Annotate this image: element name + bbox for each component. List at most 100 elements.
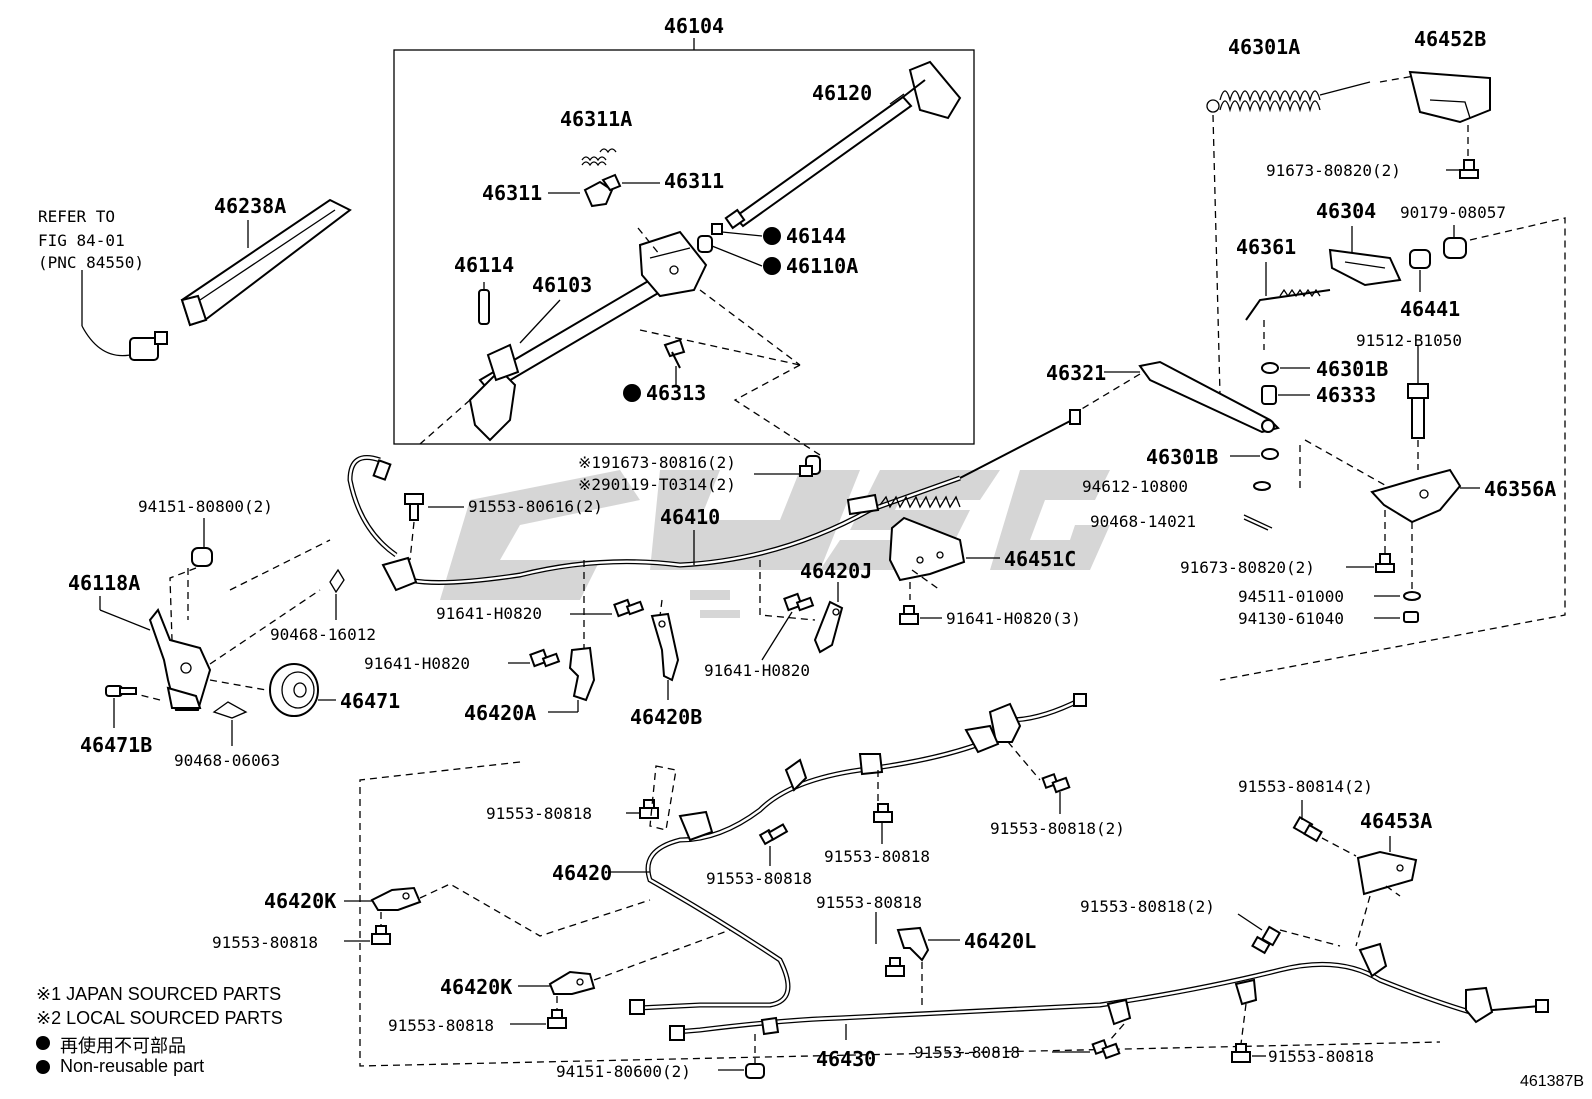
collar-46333 (1261, 385, 1277, 405)
label-46144: 46144 (786, 224, 846, 248)
label-46420K-bottom: 46420K (440, 975, 512, 999)
arm-46321 (1138, 360, 1280, 434)
label-46410: 46410 (660, 505, 720, 529)
legend-nonreusable-en: Non-reusable part (60, 1056, 205, 1076)
label-91673-80820-top: 91673-80820(2) (1266, 161, 1401, 180)
legend-japan-sourced: ※1 JAPAN SOURCED PARTS (36, 984, 282, 1004)
label-191673-80816: ※191673-80816(2) (578, 453, 736, 472)
label-91553-80818-b: 91553-80818 (706, 869, 812, 888)
label-46420J: 46420J (800, 559, 872, 583)
label-46118A: 46118A (68, 571, 140, 595)
label-46311-left: 46311 (482, 181, 542, 205)
clamp-46420J (813, 600, 844, 654)
label-94151-80800: 94151-80800(2) (138, 497, 273, 516)
assembly-box (393, 49, 975, 445)
bolt-46313 (663, 338, 686, 369)
label-46311A: 46311A (560, 107, 632, 131)
cover-46238A (180, 198, 352, 327)
pawl-46311 (583, 173, 622, 208)
bolt-91553-80814 (1292, 815, 1323, 843)
label-46238A: 46238A (214, 194, 286, 218)
label-46453A: 46453A (1360, 809, 1432, 833)
reference-note-line2: FIG 84-01 (38, 231, 125, 250)
label-46333: 46333 (1316, 383, 1376, 407)
spring-46301A (1206, 81, 1371, 113)
label-91512-B1050: 91512-B1050 (1356, 331, 1462, 350)
rod-46361 (1245, 288, 1331, 321)
label-46114: 46114 (454, 253, 514, 277)
bracket-46451C (888, 516, 966, 582)
label-46441: 46441 (1400, 297, 1460, 321)
label-46103: 46103 (532, 273, 592, 297)
label-91553-80818-2-top: 91553-80818(2) (990, 819, 1125, 838)
clamp-46420K-bottom (548, 970, 596, 995)
brake-switch (81, 325, 168, 361)
legend-nonreusable-jp: 再使用不可部品 (60, 1036, 186, 1056)
label-46301A: 46301A (1228, 35, 1300, 59)
bolt-91553-80818-f (547, 1009, 567, 1029)
bolt-91553-80818-d (371, 925, 391, 945)
label-91641-H0820-c: 91641-H0820 (704, 661, 810, 680)
nut-94130-61040 (1403, 611, 1419, 623)
washer-94511-01000 (1403, 591, 1421, 601)
bolt-91673-bottom (1375, 553, 1395, 573)
legend-local-sourced: ※2 LOCAL SOURCED PARTS (36, 1008, 283, 1028)
bolt-91553-80616 (404, 493, 424, 521)
washer-46301B-bottom (1261, 448, 1279, 460)
washer-46301B-top (1261, 362, 1279, 374)
lever-46118A (148, 608, 212, 711)
label-46471: 46471 (340, 689, 400, 713)
rear-cable-46430 (669, 942, 1549, 1041)
label-91553-80818-d: 91553-80818 (212, 933, 318, 952)
label-46304: 46304 (1316, 199, 1376, 223)
spring-46311A (581, 148, 617, 167)
label-91641-H0820-a: 91641-H0820 (436, 604, 542, 623)
bolt-91553-80818-2-top (1041, 772, 1071, 794)
label-46420: 46420 (552, 861, 612, 885)
label-46356A: 46356A (1484, 477, 1556, 501)
label-91553-80814: 91553-80814(2) (1238, 777, 1373, 796)
bolt-91553-80818-2-right (1251, 925, 1282, 955)
label-94130-61040: 94130-61040 (1238, 609, 1344, 628)
label-46420L: 46420L (964, 929, 1036, 953)
bolt-91673-top (1459, 159, 1479, 179)
clip-90468-14021 (1243, 514, 1273, 531)
bolt-91641-H0820-3 (899, 605, 919, 625)
label-91553-80818-g: 91553-80818 (914, 1043, 1020, 1062)
label-91553-80818-f: 91553-80818 (388, 1016, 494, 1035)
front-cable-46410 (347, 409, 1081, 592)
label-91641-H0820-b: 91641-H0820 (364, 654, 470, 673)
label-46471B: 46471B (80, 733, 152, 757)
nonreusable-mark-46110A (763, 257, 781, 275)
label-91641-H0820-3: 91641-H0820(3) (946, 609, 1081, 628)
label-90468-16012: 90468-16012 (270, 625, 376, 644)
bracket-46453A (1356, 850, 1418, 896)
label-46313: 46313 (646, 381, 706, 405)
label-290119-T0314: ※290119-T0314(2) (578, 475, 736, 494)
bolt-91553-80818-b (758, 823, 789, 846)
label-46452B: 46452B (1414, 27, 1486, 51)
label-46430: 46430 (816, 1047, 876, 1071)
label-91673-80820-bottom: 91673-80820(2) (1180, 558, 1315, 577)
label-91553-80818-c: 91553-80818 (824, 847, 930, 866)
bracket-46356A (1370, 468, 1462, 524)
nut-90179-08057 (1443, 237, 1467, 259)
label-46321: 46321 (1046, 361, 1106, 385)
label-46420B: 46420B (630, 705, 702, 729)
clip-90468-06063 (212, 701, 248, 719)
label-94511-01000: 94511-01000 (1238, 587, 1344, 606)
bracket-46420A (568, 646, 596, 702)
reference-note-line1: REFER TO (38, 207, 115, 226)
nut-94151-80600 (745, 1063, 765, 1079)
label-46301B-bottom: 46301B (1146, 445, 1218, 469)
label-46420K-top: 46420K (264, 889, 336, 913)
label-91553-80818-h: 91553-80818 (1268, 1047, 1374, 1066)
bolt-91641-H0820-b (529, 648, 561, 668)
pulley-46471 (269, 663, 319, 717)
label-46301B-top: 46301B (1316, 357, 1388, 381)
bolt-91512-B1050 (1407, 383, 1429, 439)
bolt-91641-H0820-c (783, 592, 815, 612)
label-46451C: 46451C (1004, 547, 1076, 571)
label-91553-80818-2-right: 91553-80818(2) (1080, 897, 1215, 916)
nut-46110A (697, 235, 713, 253)
